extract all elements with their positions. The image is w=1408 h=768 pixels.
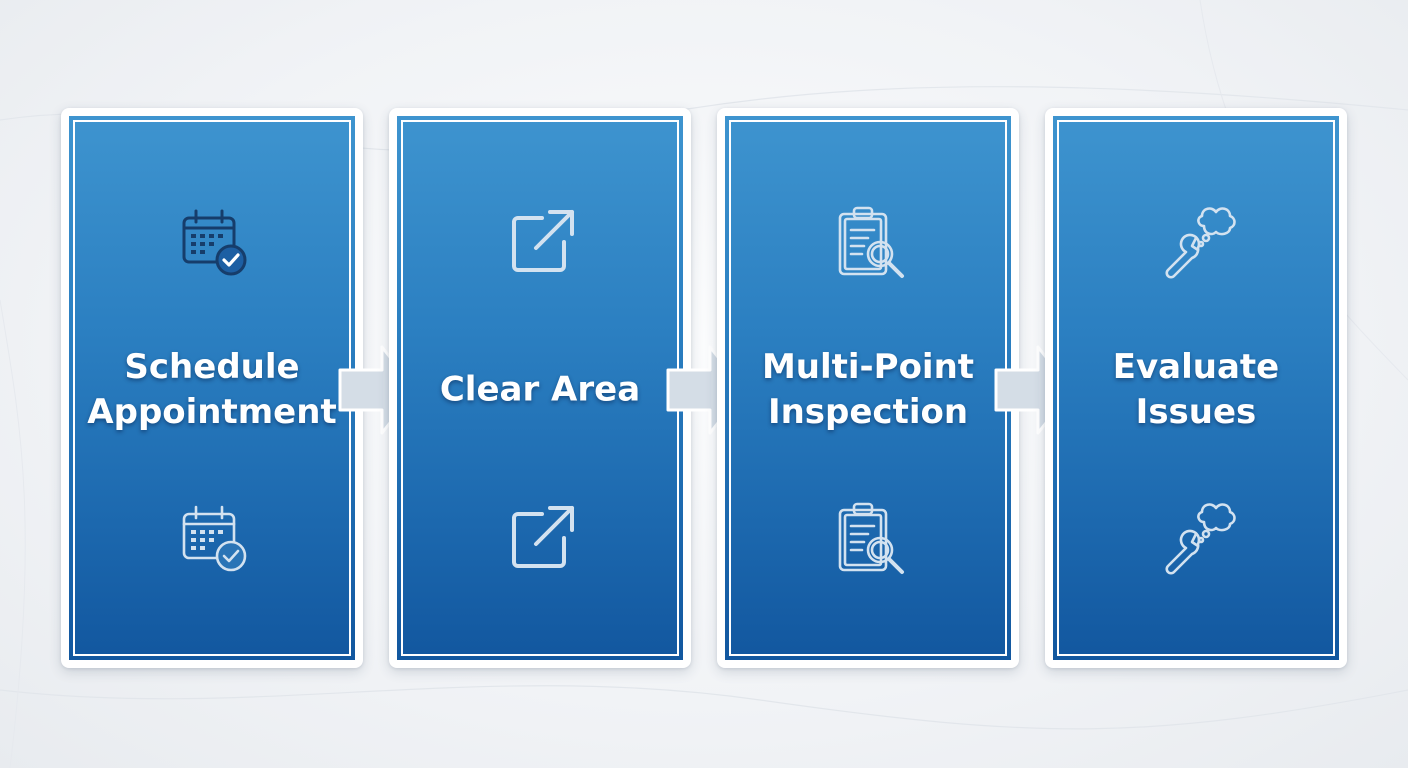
external-link-icon: [498, 496, 582, 580]
step-title: Evaluate Issues: [1112, 347, 1280, 432]
step-card-evaluate-issues: Evaluate Issues: [1045, 108, 1347, 668]
step-title: Multi-Point Inspection: [761, 347, 975, 432]
step-card-multi-point-inspection: Multi-Point Inspection: [717, 108, 1019, 668]
wrench-thought-icon: [1154, 496, 1238, 580]
wrench-thought-icon: [1154, 200, 1238, 284]
calendar-check-icon: [170, 496, 254, 580]
step-title: Clear Area: [439, 369, 641, 410]
step-title: Schedule Appointment: [87, 347, 337, 432]
calendar-check-icon: [170, 200, 254, 284]
step-card-clear-area: Clear Area: [389, 108, 691, 668]
clipboard-search-icon: [826, 200, 910, 284]
step-card-schedule-appointment: Schedule Appointment: [61, 108, 363, 668]
clipboard-search-icon: [826, 496, 910, 580]
external-link-icon: [498, 200, 582, 284]
